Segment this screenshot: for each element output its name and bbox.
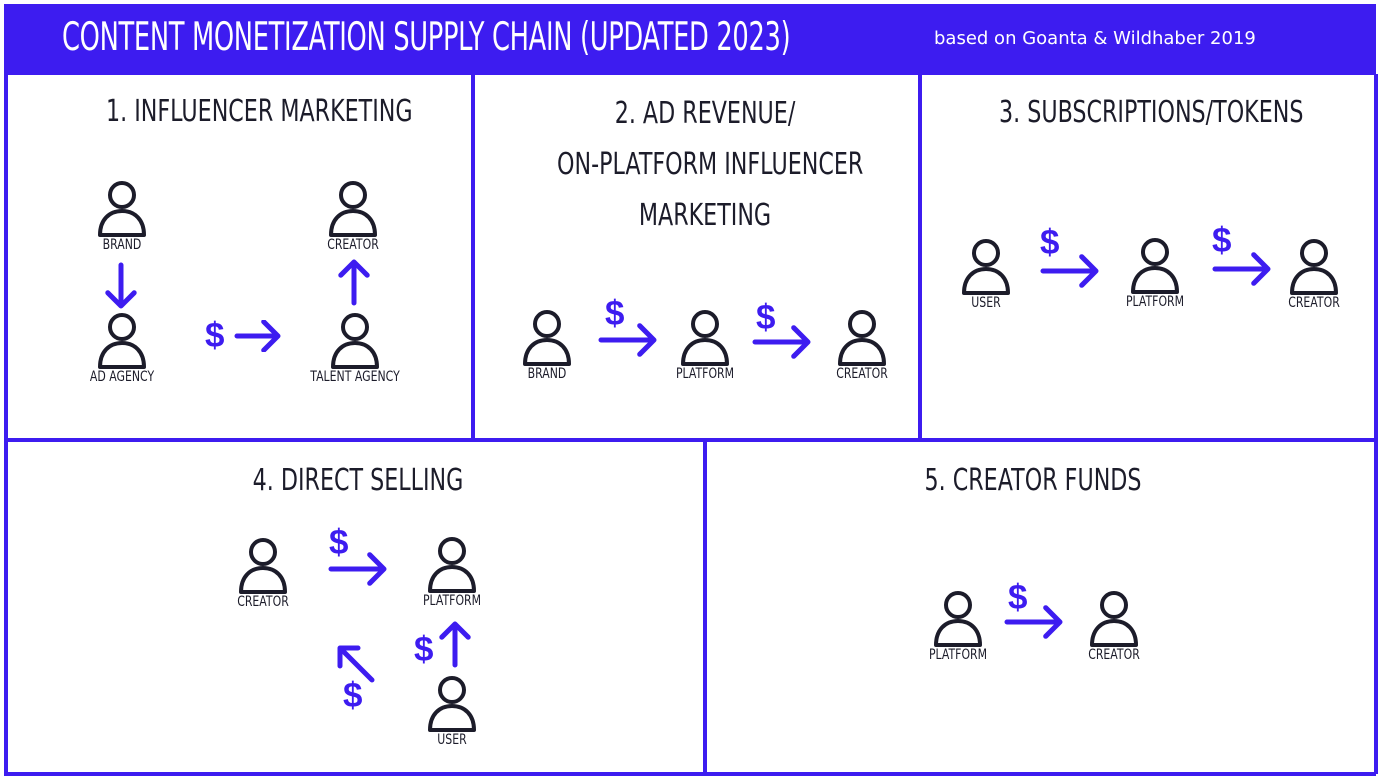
arrow-right-icon [752,325,811,359]
divider [918,74,922,440]
arrow-right-icon [1004,605,1063,639]
person-icon [239,538,287,594]
person-icon [428,676,476,732]
actor-creator: CREATOR [1249,236,1379,311]
actor-label: CREATOR [836,366,888,382]
actor-label: USER [437,732,467,748]
actor-creator: CREATOR [1049,588,1179,663]
divider [4,772,1376,776]
money-symbol: $ [605,294,625,333]
actor-label: BRAND [102,237,142,253]
panel-title: ON-PLATFORM INFLUENCER [557,147,864,182]
person-icon [329,181,377,237]
actor-platform: PLATFORM [1090,235,1220,310]
arrow-down-icon [105,262,137,309]
actor-label: PLATFORM [1125,294,1185,310]
divider [4,438,1376,442]
actor-user: USER [921,236,1051,311]
money-symbol: $ [329,523,349,562]
source-citation: based on Goanta & Wildhaber 2019 [934,28,1256,49]
arrow-up-icon [338,259,370,306]
actor-label: PLATFORM [928,647,988,663]
person-icon [98,313,146,369]
money-symbol: $ [205,316,225,355]
arrow-up-left-icon [337,645,375,683]
actor-user: USER [387,673,517,748]
actor-label: CREATOR [237,594,289,610]
arrow-right-icon [598,323,657,357]
person-icon [681,310,729,366]
actor-ad-agency: AD AGENCY [57,310,187,385]
person-icon [428,537,476,593]
actor-label: CREATOR [327,237,379,253]
person-icon [98,181,146,237]
actor-platform: PLATFORM [387,534,517,609]
actor-creator: CREATOR [198,535,328,610]
panel-title: MARKETING [638,198,772,233]
divider [471,74,475,440]
actor-brand: BRAND [57,178,187,253]
actor-brand: BRAND [482,307,612,382]
panel-title: 1. INFLUENCER MARKETING [106,94,413,129]
panel-title: 4. DIRECT SELLING [252,463,464,498]
person-icon [1131,238,1179,294]
divider [703,440,707,774]
person-icon [523,310,571,366]
person-icon [962,239,1010,295]
arrow-right-icon [1212,252,1271,286]
arrow-up-icon [439,621,471,668]
divider [4,74,8,774]
title-banner: CONTENT MONETIZATION SUPPLY CHAIN (UPDAT… [4,4,1376,75]
person-icon [1290,239,1338,295]
person-icon [838,310,886,366]
divider [1374,74,1378,774]
person-icon [1090,591,1138,647]
actor-creator: CREATOR [797,307,927,382]
person-icon [934,591,982,647]
actor-label: PLATFORM [422,593,482,609]
actor-label: AD AGENCY [89,369,155,385]
actor-creator: CREATOR [288,178,418,253]
arrow-right-icon [328,552,387,586]
arrow-right-icon [1040,254,1099,288]
page-title: CONTENT MONETIZATION SUPPLY CHAIN (UPDAT… [62,15,791,60]
arrow-right-icon [234,320,281,352]
money-symbol: $ [414,630,434,669]
actor-talent-agency: TALENT AGENCY [290,310,420,385]
actor-label: USER [971,295,1001,311]
money-symbol: $ [1040,223,1060,262]
actor-platform: PLATFORM [640,307,770,382]
person-icon [331,313,379,369]
money-symbol: $ [343,676,363,715]
actor-label: CREATOR [1088,647,1140,663]
money-symbol: $ [1212,221,1232,260]
actor-platform: PLATFORM [893,588,1023,663]
panel-title: 3. SUBSCRIPTIONS/TOKENS [999,95,1304,130]
panel-title: 5. CREATOR FUNDS [924,463,1142,498]
money-symbol: $ [756,298,776,337]
money-symbol: $ [1008,578,1028,617]
panel-title: 2. AD REVENUE/ [614,96,796,131]
actor-label: CREATOR [1288,295,1340,311]
actor-label: PLATFORM [675,366,735,382]
actor-label: BRAND [527,366,567,382]
actor-label: TALENT AGENCY [310,369,400,385]
